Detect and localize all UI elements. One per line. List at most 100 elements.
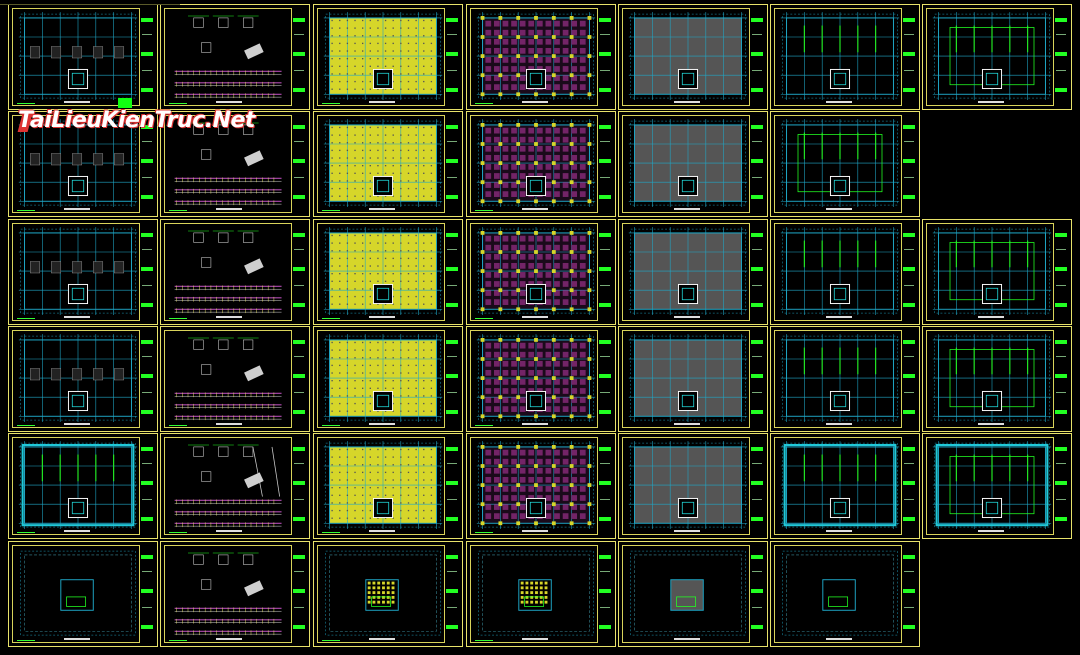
drawing-caption-bar — [369, 208, 395, 210]
floor-plan-drawing — [18, 227, 138, 315]
drawing-sheet-r4c3[interactable] — [466, 433, 616, 539]
drawing-sheet-r3c2[interactable] — [313, 326, 463, 432]
drawing-sheet-r1c5[interactable] — [770, 111, 920, 217]
title-block — [291, 437, 306, 535]
floor-plan-drawing — [932, 441, 1052, 529]
title-block — [749, 223, 764, 321]
drawing-sheet-r3c6[interactable] — [922, 326, 1072, 432]
drawing-sheet-r1c0[interactable] — [8, 111, 158, 217]
drawing-caption-bar — [978, 530, 1004, 532]
floor-plan-drawing — [325, 550, 441, 636]
detail-drawings — [174, 552, 282, 636]
title-block — [139, 437, 154, 535]
drawing-caption-bar — [674, 208, 700, 210]
legend-line — [322, 318, 340, 319]
title-block — [1053, 8, 1068, 106]
floor-plan-drawing — [323, 441, 443, 529]
legend-line — [322, 425, 340, 426]
drawing-sheet-r1c3[interactable] — [466, 111, 616, 217]
drawing-sheet-r3c1[interactable] — [160, 326, 310, 432]
title-block — [444, 8, 459, 106]
drawing-caption-bar — [522, 208, 548, 210]
drawing-caption-bar — [826, 423, 852, 425]
legend-line — [475, 425, 493, 426]
legend-line — [17, 103, 35, 104]
drawing-caption-bar — [674, 530, 700, 532]
floor-plan-drawing — [323, 227, 443, 315]
drawing-sheet-r4c6[interactable] — [922, 433, 1072, 539]
drawing-sheet-r0c5[interactable] — [770, 4, 920, 110]
floor-plan-drawing — [476, 119, 596, 207]
drawing-caption-bar — [216, 101, 242, 103]
title-block — [901, 437, 916, 535]
drawing-sheet-r5c3[interactable] — [466, 541, 616, 647]
drawing-sheet-r1c4[interactable] — [618, 111, 768, 217]
drawing-sheet-r4c1[interactable] — [160, 433, 310, 539]
drawing-caption-bar — [522, 530, 548, 532]
drawing-sheet-r0c4[interactable] — [618, 4, 768, 110]
detail-drawings — [174, 337, 282, 421]
drawing-sheet-r4c0[interactable] — [8, 433, 158, 539]
title-block — [597, 545, 612, 643]
drawing-caption-bar — [674, 101, 700, 103]
drawing-sheet-r2c5[interactable] — [770, 219, 920, 325]
drawing-sheet-r5c5[interactable] — [770, 541, 920, 647]
drawing-caption-bar — [826, 530, 852, 532]
drawing-sheet-r5c2[interactable] — [313, 541, 463, 647]
floor-plan-drawing — [628, 12, 748, 100]
drawing-sheet-r0c2[interactable] — [313, 4, 463, 110]
drawing-sheet-r1c1[interactable] — [160, 111, 310, 217]
drawing-sheet-r4c5[interactable] — [770, 433, 920, 539]
title-block — [749, 330, 764, 428]
legend-line — [17, 210, 35, 211]
drawing-caption-bar — [369, 530, 395, 532]
drawing-sheet-r2c2[interactable] — [313, 219, 463, 325]
legend-line — [475, 318, 493, 319]
drawing-caption-bar — [978, 316, 1004, 318]
drawing-sheet-r3c3[interactable] — [466, 326, 616, 432]
drawing-sheet-r3c5[interactable] — [770, 326, 920, 432]
drawing-sheet-r3c4[interactable] — [618, 326, 768, 432]
legend-line — [322, 640, 340, 641]
drawing-sheet-r1c2[interactable] — [313, 111, 463, 217]
drawing-sheet-r0c6[interactable] — [922, 4, 1072, 110]
drawing-sheet-r5c0[interactable] — [8, 541, 158, 647]
drawing-sheet-r2c4[interactable] — [618, 219, 768, 325]
drawing-caption-bar — [64, 638, 90, 640]
floor-plan-drawing — [780, 334, 900, 422]
drawing-caption-bar — [64, 208, 90, 210]
drawing-caption-bar — [369, 101, 395, 103]
floor-plan-drawing — [628, 119, 748, 207]
title-block — [291, 115, 306, 213]
detail-drawings — [174, 444, 282, 528]
drawing-sheet-r5c4[interactable] — [618, 541, 768, 647]
drawing-sheet-r2c3[interactable] — [466, 219, 616, 325]
legend-line — [169, 210, 187, 211]
drawing-caption-bar — [826, 101, 852, 103]
legend-line — [17, 640, 35, 641]
drawing-sheet-r0c0[interactable] — [8, 4, 158, 110]
drawing-sheet-r5c1[interactable] — [160, 541, 310, 647]
drawing-sheet-r3c0[interactable] — [8, 326, 158, 432]
title-block — [291, 330, 306, 428]
title-block — [444, 437, 459, 535]
floor-plan-drawing — [932, 334, 1052, 422]
drawing-sheet-r2c6[interactable] — [922, 219, 1072, 325]
title-block — [901, 223, 916, 321]
drawing-caption-bar — [64, 530, 90, 532]
legend-line — [475, 103, 493, 104]
floor-plan-drawing — [20, 550, 136, 636]
drawing-sheet-r0c3[interactable] — [466, 4, 616, 110]
drawing-sheet-r2c0[interactable] — [8, 219, 158, 325]
title-block — [901, 545, 916, 643]
drawing-caption-bar — [522, 638, 548, 640]
drawing-sheet-r4c2[interactable] — [313, 433, 463, 539]
drawing-sheet-r2c1[interactable] — [160, 219, 310, 325]
title-block — [749, 115, 764, 213]
drawing-sheet-r0c1[interactable] — [160, 4, 310, 110]
title-block — [597, 223, 612, 321]
legend-line — [169, 532, 187, 533]
title-block — [597, 437, 612, 535]
drawing-sheet-r4c4[interactable] — [618, 433, 768, 539]
